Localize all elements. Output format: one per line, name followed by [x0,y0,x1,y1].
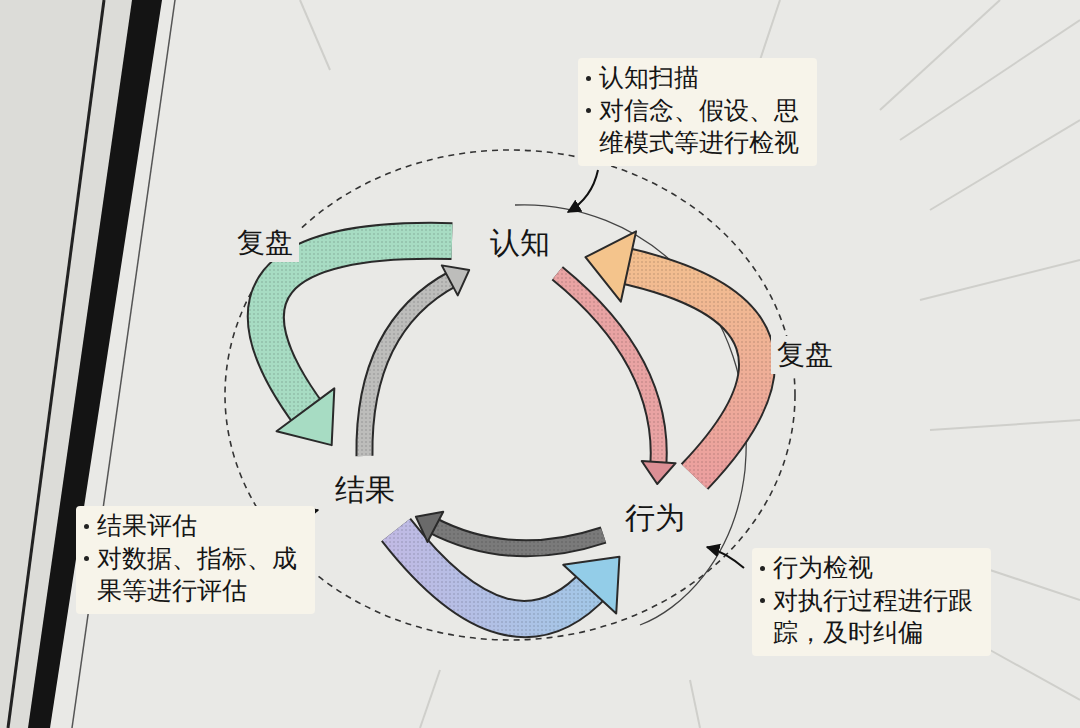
node-text: 结果 [335,472,395,508]
bullet-dot [760,566,765,571]
arrow-head [585,231,636,301]
bullet-dot [84,556,89,561]
bullet-dot [84,524,89,529]
arrow-body [431,525,603,549]
bullet-dot [586,76,591,81]
cycle-node: 结果 [323,466,407,514]
arrow-body [557,273,658,466]
bullet-dot [586,108,591,113]
bullet-text: 认知扫描 [599,62,699,95]
bullet-text: 对信念、假设、思维模式等进行检视 [599,95,807,160]
bullet-text: 结果评估 [97,510,197,543]
arrow-texture [266,241,452,417]
bullet-row: 行为检视 [760,552,981,585]
bullet-dot [760,598,765,603]
node-text: 行为 [625,500,685,536]
panel-border [28,0,162,728]
cycle-node: 行为 [613,494,697,542]
arrow-outline [431,525,603,549]
bullet-text: 行为检视 [773,552,873,585]
bullet-row: 认知扫描 [586,62,807,95]
cycle-arrow [364,265,469,456]
panel-border [8,0,104,728]
arrow-texture [557,273,658,466]
bullet-text: 对数据、指标、成果等进行评估 [97,543,305,608]
node-text: 认知 [490,225,550,261]
arrow-body [266,241,452,417]
arrow-body [364,278,453,456]
leader-arrow [568,170,598,212]
cycle-label: 复盘 [771,336,839,374]
callout-note: 行为检视对执行过程进行跟踪，及时纠偏 [752,548,991,656]
cycle-arrow [557,273,675,484]
arrow-head [563,557,619,614]
arrow-outline [266,241,452,417]
leader-arrow [707,547,744,568]
speed-lines [300,0,1080,728]
arrow-head [416,512,443,542]
panel-border [72,0,175,728]
arrow-outline [557,273,658,466]
arrow-head [277,388,335,445]
callout-note: 结果评估对数据、指标、成果等进行评估 [76,506,315,614]
callout-note: 认知扫描对信念、假设、思维模式等进行检视 [578,58,817,166]
bullet-row: 对数据、指标、成果等进行评估 [84,543,305,608]
arrow-outline [364,278,453,456]
bullet-row: 对执行过程进行跟踪，及时纠偏 [760,585,981,650]
bullet-row: 对信念、假设、思维模式等进行检视 [586,95,807,160]
arrow-head [642,461,676,484]
bullet-row: 结果评估 [84,510,305,543]
cycle-arrow [585,231,757,476]
arrow-texture [364,278,453,456]
cycle-node: 认知 [478,219,562,267]
arrow-head [442,265,469,295]
cycle-arrow [416,512,604,549]
bullet-text: 对执行过程进行跟踪，及时纠偏 [773,585,981,650]
cycle-label: 复盘 [231,224,299,262]
arrow-texture [431,525,603,549]
